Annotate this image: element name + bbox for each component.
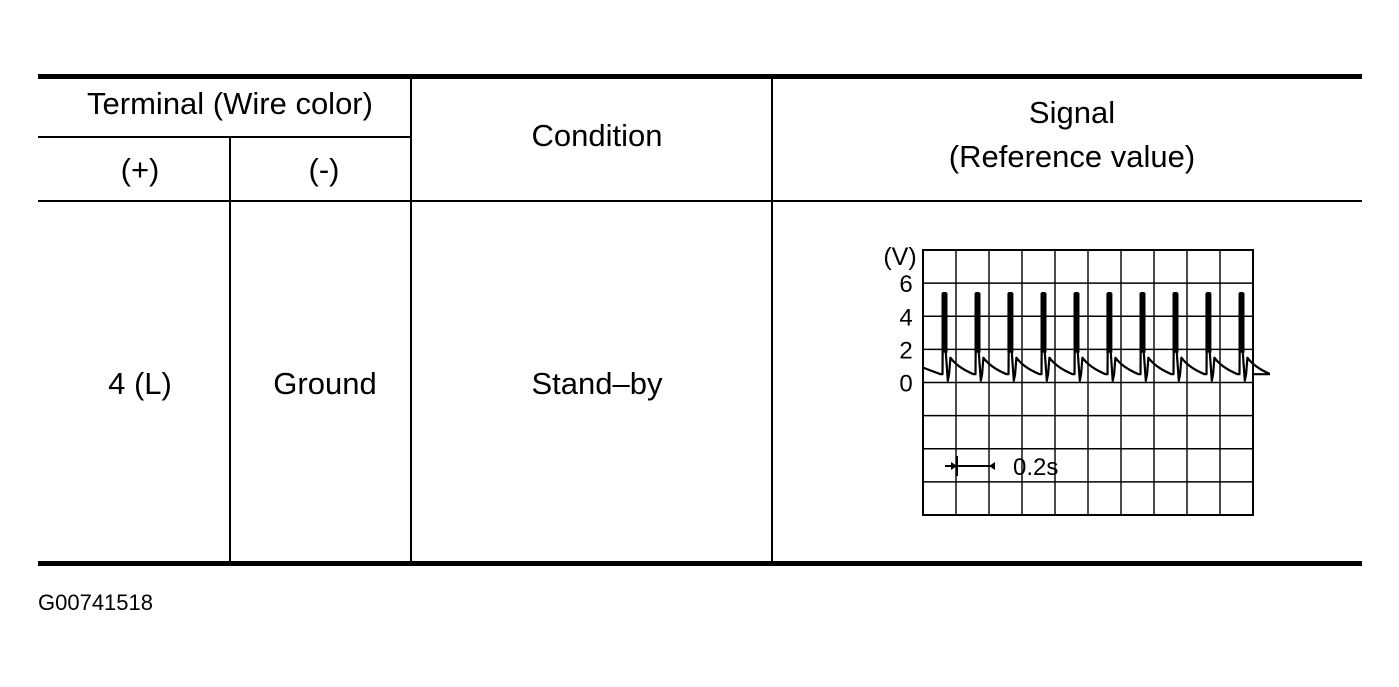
signal-pulse bbox=[1106, 293, 1113, 353]
plus-minus-divider bbox=[229, 137, 231, 563]
signal-pulse bbox=[1040, 293, 1047, 353]
figure-id: G00741518 bbox=[38, 590, 153, 615]
row-minus-terminal: Ground bbox=[273, 366, 377, 401]
condition-header: Condition bbox=[531, 118, 663, 153]
signal-waveform-line bbox=[922, 292, 1270, 382]
signal-waveform-chart: (V) 6 4 2 0 0.2s bbox=[883, 243, 1270, 516]
y-tick-label: 6 bbox=[899, 271, 912, 298]
y-tick-label: 0 bbox=[899, 371, 912, 398]
row-plus-terminal: 4 (L) bbox=[108, 366, 172, 401]
signal-pulse bbox=[1172, 293, 1179, 353]
time-division-left-arrow bbox=[951, 462, 957, 470]
condition-signal-divider bbox=[771, 77, 773, 563]
y-axis-ticks: 6 4 2 0 bbox=[899, 271, 912, 397]
y-tick-label: 4 bbox=[899, 304, 912, 331]
time-division-label: 0.2s bbox=[1013, 454, 1058, 481]
row-condition: Stand–by bbox=[531, 366, 663, 401]
terminal-condition-divider bbox=[410, 77, 412, 563]
signal-pulse bbox=[1139, 293, 1146, 353]
signal-pulse bbox=[941, 293, 948, 353]
signal-reference-header: (Reference value) bbox=[948, 139, 1196, 174]
signal-pulse bbox=[974, 293, 981, 353]
table-bottom-rule bbox=[38, 561, 1362, 566]
time-division-right-arrow bbox=[989, 462, 995, 470]
terminal-subheader-rule bbox=[38, 136, 412, 138]
signal-pulse bbox=[1238, 293, 1245, 353]
y-axis-unit-label: (V) bbox=[883, 243, 916, 271]
table-top-rule bbox=[38, 74, 1362, 79]
y-tick-label: 2 bbox=[899, 337, 912, 364]
plus-terminal-header: (+) bbox=[120, 152, 160, 187]
terminal-header: Terminal (Wire color) bbox=[87, 86, 373, 121]
chart-grid bbox=[922, 249, 1254, 516]
signal-pulse bbox=[1073, 293, 1080, 353]
signal-header: Signal bbox=[1028, 95, 1116, 130]
signal-pulse bbox=[1007, 293, 1014, 353]
minus-terminal-header: (-) bbox=[308, 152, 340, 187]
time-division-marker: 0.2s bbox=[945, 454, 1058, 481]
signal-pulse bbox=[1205, 293, 1212, 353]
header-bottom-rule bbox=[38, 200, 1362, 202]
